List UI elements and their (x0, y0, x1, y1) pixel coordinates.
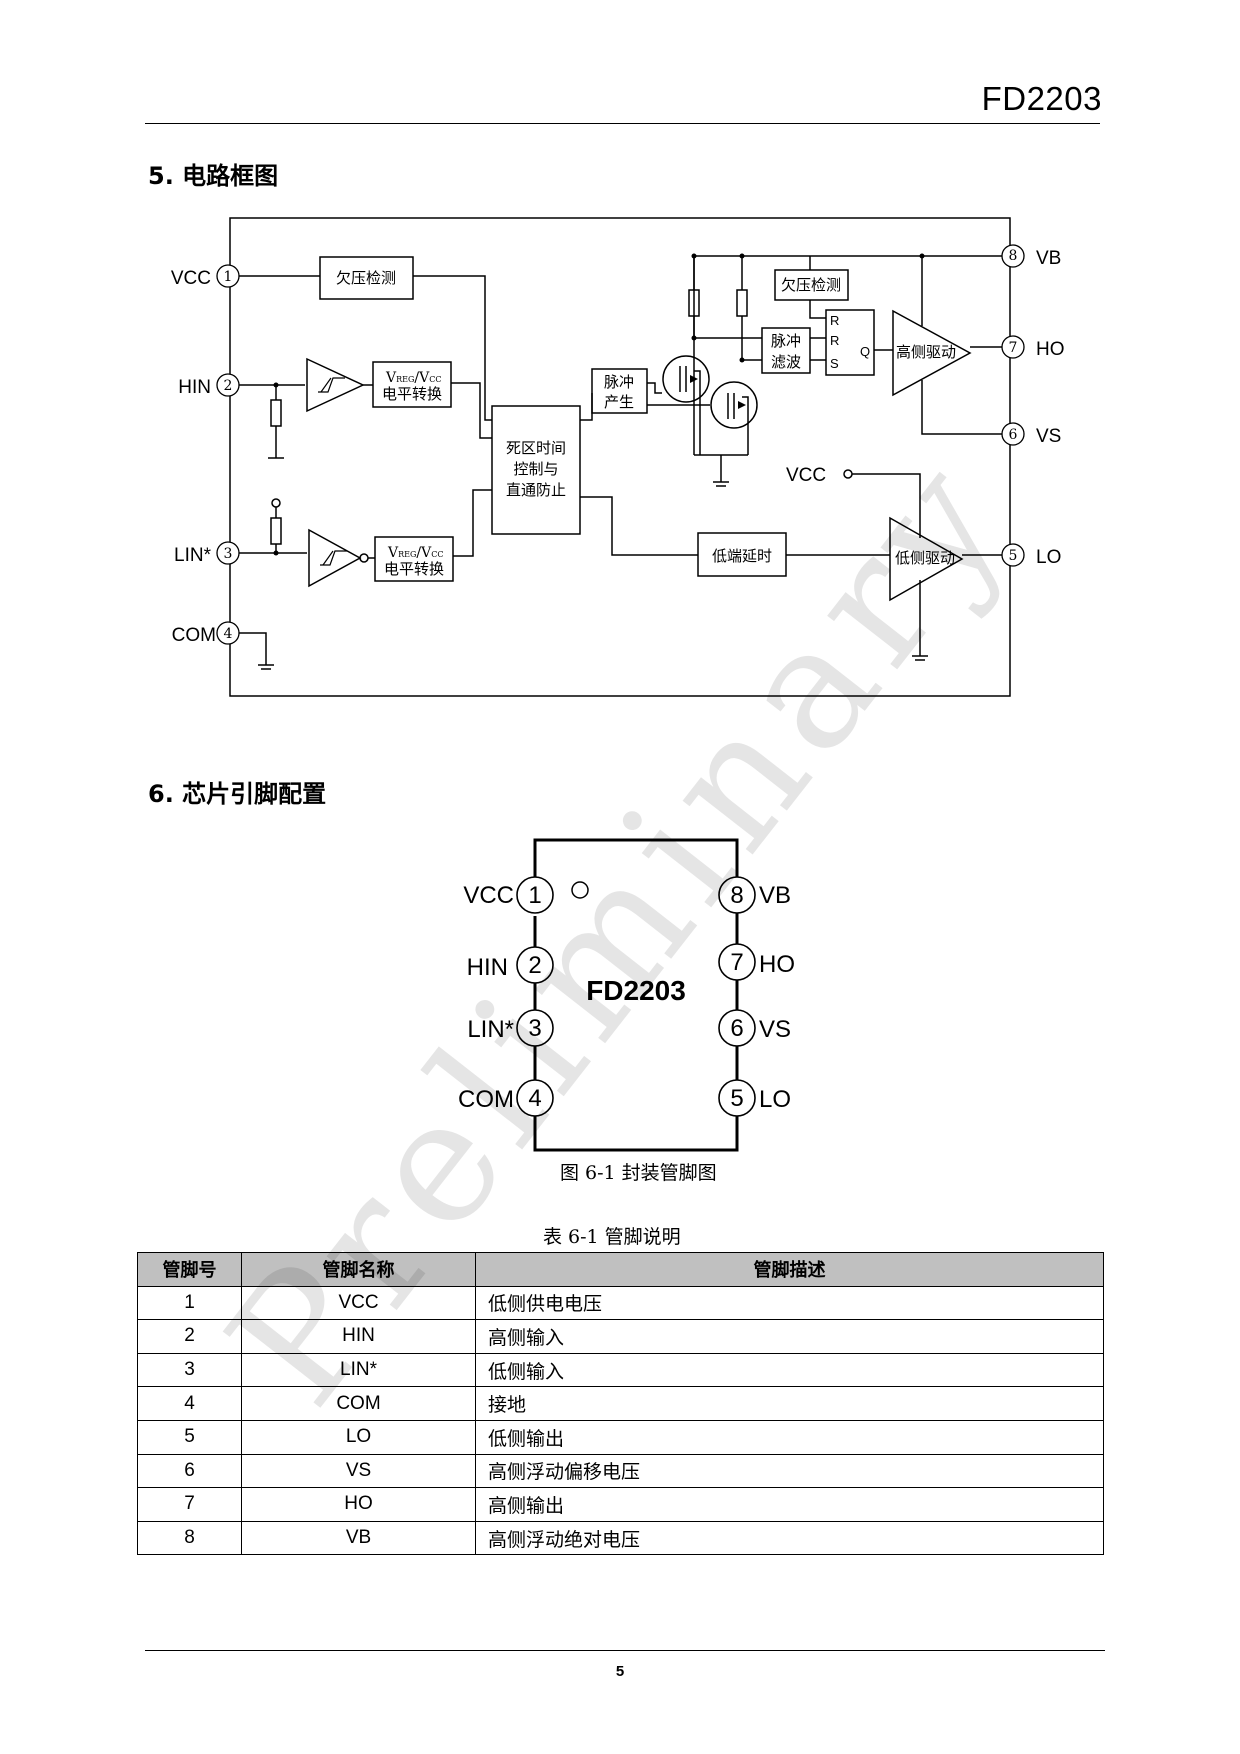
column-header: 管脚描述 (475, 1252, 1104, 1287)
svg-text:R: R (830, 313, 839, 328)
pkg-pin-label-lin: LIN* (467, 1016, 514, 1043)
bd-pin-label-lin: LIN* (174, 545, 212, 566)
pulse-filter-block (761, 327, 811, 374)
pkg-pin-label-lo: LO (759, 1086, 791, 1113)
bd-pin-label-hin: HIN (178, 377, 211, 398)
section-heading-block-diagram: 5. 电路框图 (148, 162, 279, 190)
chip-name: FD2203 (586, 975, 686, 1006)
mosfet-2 (710, 381, 758, 429)
svg-text:1: 1 (528, 882, 541, 909)
svg-text:7: 7 (730, 949, 743, 976)
svg-text:5: 5 (730, 1085, 743, 1112)
pulse-gen-block (591, 368, 648, 414)
low-driver (889, 516, 964, 602)
svg-text:Q: Q (860, 344, 870, 359)
page-number: 5 (615, 1663, 625, 1680)
column-header: 管脚名称 (241, 1252, 476, 1287)
svg-text:控制与: 控制与 (513, 460, 558, 478)
block-diagram: 1 2 3 4 8 7 6 5 VCC HIN LIN* COM VB HO V… (171, 217, 1065, 697)
svg-text:VREG/VCC: VREG/VCC (385, 370, 441, 386)
bd-pin-label-vb: VB (1036, 248, 1061, 269)
bd-pin-num-8: 8 (1009, 248, 1018, 264)
rs-latch (825, 309, 875, 376)
table-caption: 表 6-1 管脚说明 (543, 1226, 681, 1248)
deadtime-block (491, 405, 581, 535)
svg-text:R: R (830, 333, 839, 348)
pkg-pin-label-com: COM (458, 1086, 514, 1113)
pin1-indicator-dot (571, 881, 589, 899)
bd-pin-num-5: 5 (1009, 548, 1018, 564)
svg-text:2: 2 (528, 952, 541, 979)
svg-text:脉冲: 脉冲 (771, 332, 801, 350)
svg-text:直通防止: 直通防止 (506, 481, 566, 499)
svg-text:低端延时: 低端延时 (712, 547, 772, 565)
svg-text:8: 8 (730, 882, 743, 909)
mosfet-1 (662, 355, 710, 403)
bd-pin-num-6: 6 (1009, 427, 1018, 443)
svg-text:4: 4 (528, 1085, 541, 1112)
svg-text:电平转换: 电平转换 (382, 385, 442, 403)
svg-text:电平转换: 电平转换 (384, 560, 444, 578)
bd-pin-label-lo: LO (1036, 547, 1061, 568)
header-divider (145, 123, 1100, 124)
svg-text:死区时间: 死区时间 (506, 439, 566, 457)
level-shift-hin (372, 361, 452, 408)
uvlo-low-block (319, 256, 414, 300)
figure-caption: 图 6-1 封装管脚图 (560, 1162, 717, 1184)
bd-pin-num-3: 3 (224, 546, 233, 562)
svg-text:VREG/VCC: VREG/VCC (387, 545, 443, 561)
pkg-pin-label-vb: VB (759, 882, 791, 909)
svg-text:欠压检测: 欠压检测 (781, 276, 841, 294)
table-header-row: 管脚号 管脚名称 管脚描述 (137, 1252, 1104, 1287)
high-driver (892, 309, 972, 397)
uvlo-high-block (774, 269, 849, 301)
pkg-pin-label-hin: HIN (467, 954, 508, 981)
pkg-pin-label-vcc: VCC (463, 882, 514, 909)
section-heading-pin-config: 6. 芯片引脚配置 (148, 780, 327, 808)
bd-pin-num-2: 2 (224, 378, 233, 394)
diagram-frame (229, 217, 1011, 697)
svg-text:高侧驱动: 高侧驱动 (896, 343, 956, 361)
schmitt-trigger-hin (306, 357, 365, 413)
bd-internal-vcc-label: VCC (786, 465, 826, 486)
footer-divider (145, 1650, 1105, 1651)
bd-pin-num-7: 7 (1009, 340, 1018, 356)
svg-text:3: 3 (528, 1015, 541, 1042)
level-shift-lin (374, 536, 454, 582)
pkg-pin-label-vs: VS (759, 1016, 791, 1043)
svg-text:S: S (830, 356, 839, 371)
svg-text:脉冲: 脉冲 (604, 373, 634, 391)
svg-text:低侧驱动: 低侧驱动 (895, 549, 955, 567)
bd-pin-num-1: 1 (224, 269, 233, 285)
bd-pin-label-vs: VS (1036, 426, 1061, 447)
column-header: 管脚号 (137, 1252, 242, 1287)
svg-text:产生: 产生 (604, 393, 634, 411)
bd-pin-num-4: 4 (224, 626, 233, 642)
svg-text:6: 6 (730, 1015, 743, 1042)
bd-pin-label-com: COM (172, 625, 216, 646)
schmitt-trigger-lin (308, 528, 362, 588)
pkg-pin-label-ho: HO (759, 951, 795, 978)
svg-text:欠压检测: 欠压检测 (336, 269, 396, 287)
document-title: FD2203 (981, 80, 1102, 117)
bd-pin-label-ho: HO (1036, 339, 1065, 360)
svg-text:滤波: 滤波 (771, 353, 801, 371)
package-diagram: 1 2 3 4 8 7 6 5 VCC HIN LIN* COM VB HO V… (458, 838, 795, 1152)
bd-pin-label-vcc: VCC (171, 268, 211, 289)
